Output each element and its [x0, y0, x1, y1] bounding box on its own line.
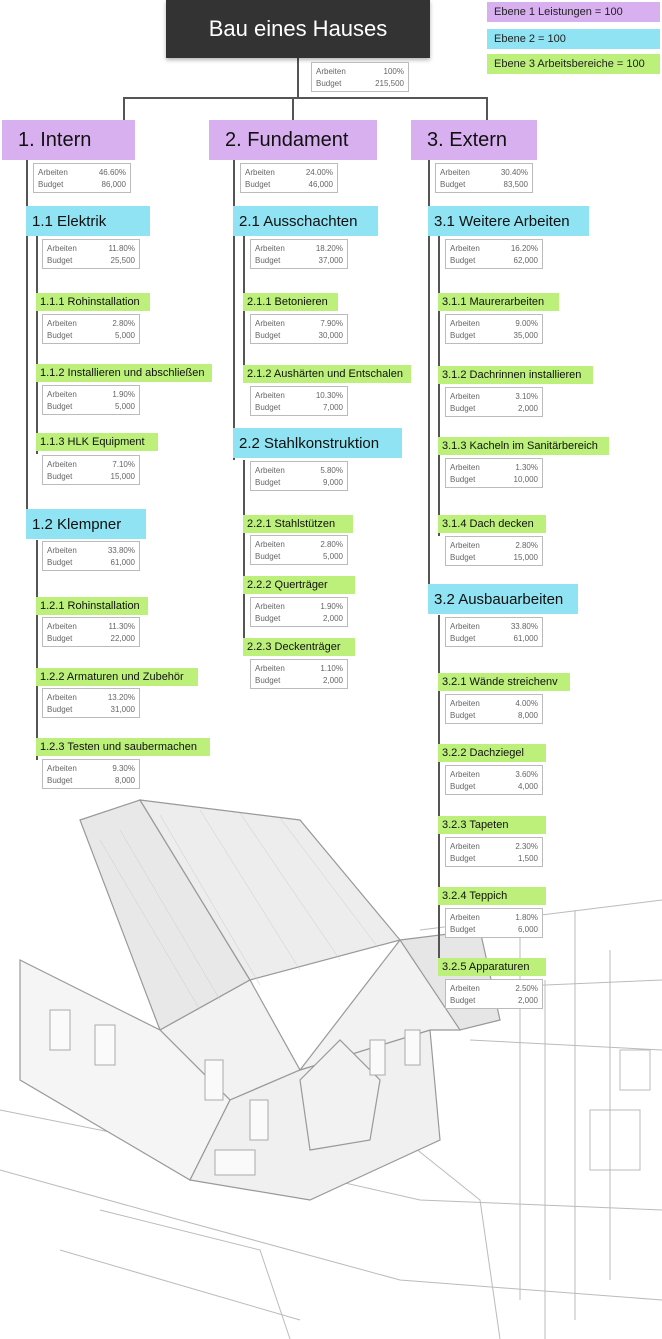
node-klempner: 1.2 Klempner: [26, 509, 146, 539]
node-kacheln: 3.1.3 Kacheln im Sanitärbereich: [438, 437, 609, 455]
node-klempner-rohinstallation: 1.2.1 Rohinstallation: [36, 597, 148, 615]
legend-level1: Ebene 1 Leistungen = 100: [487, 2, 660, 22]
level1-connector: [123, 97, 487, 99]
extern-trunk: [428, 160, 430, 600]
diagram-title: Bau eines Hauses: [166, 0, 430, 58]
node-aushaerten: 2.1.2 Aushärten und Entschalen: [243, 365, 411, 383]
node-fundament: 2. Fundament: [209, 120, 377, 160]
house-sketch-background: [0, 799, 662, 1339]
node-dach-decken: 3.1.4 Dach decken: [438, 515, 546, 533]
node-dachrinnen: 3.1.2 Dachrinnen installieren: [438, 366, 593, 384]
node-hlk-equipment: 1.1.3 HLK Equipment: [36, 433, 158, 451]
node-quertraeger: 2.2.2 Querträger: [243, 576, 355, 594]
elektrik-trunk: [36, 236, 38, 454]
ausbau-trunk: [438, 615, 440, 965]
node-intern: 1. Intern: [2, 120, 135, 160]
node-deckentraeger: 2.2.3 Deckenträger: [243, 638, 355, 656]
node-ausschachten: 2.1 Ausschachten: [233, 206, 378, 236]
node-stahlkonstruktion: 2.2 Stahlkonstruktion: [233, 428, 402, 458]
legend-level2: Ebene 2 = 100: [487, 29, 660, 49]
node-armaturen: 1.2.2 Armaturen und Zubehör: [36, 668, 198, 686]
node-dachziegel: 3.2.2 Dachziegel: [438, 744, 546, 762]
intern-trunk: [26, 160, 28, 510]
root-connector: [297, 58, 299, 98]
node-apparaturen: 3.2.5 Apparaturen: [438, 958, 546, 976]
klempner-trunk: [36, 540, 38, 760]
connector-extern: [486, 97, 488, 120]
node-rohinstallation: 1.1.1 Rohinstallation: [36, 293, 150, 311]
node-elektrik: 1.1 Elektrik: [26, 206, 150, 236]
node-maurerarbeiten: 3.1.1 Maurerarbeiten: [438, 293, 559, 311]
fundament-trunk: [233, 160, 235, 460]
node-extern: 3. Extern: [411, 120, 537, 160]
node-teppich: 3.2.4 Teppich: [438, 887, 546, 905]
legend-level3: Ebene 3 Arbeitsbereiche = 100: [487, 54, 660, 74]
node-testen: 1.2.3 Testen und saubermachen: [36, 738, 210, 756]
node-betonieren: 2.1.1 Betonieren: [243, 293, 338, 311]
node-ausbauarbeiten: 3.2 Ausbauarbeiten: [428, 584, 578, 614]
node-tapeten: 3.2.3 Tapeten: [438, 816, 546, 834]
weitere-trunk: [438, 236, 440, 536]
node-waende: 3.2.1 Wände streichenv: [438, 673, 570, 691]
node-weitere-arbeiten: 3.1 Weitere Arbeiten: [428, 206, 589, 236]
stahl-trunk: [243, 460, 245, 650]
node-installieren: 1.1.2 Installieren und abschließen: [36, 364, 212, 382]
connector-fundament: [292, 97, 294, 120]
connector-intern: [123, 97, 125, 120]
node-stahlstuetzen: 2.2.1 Stahlstützen: [243, 515, 353, 533]
